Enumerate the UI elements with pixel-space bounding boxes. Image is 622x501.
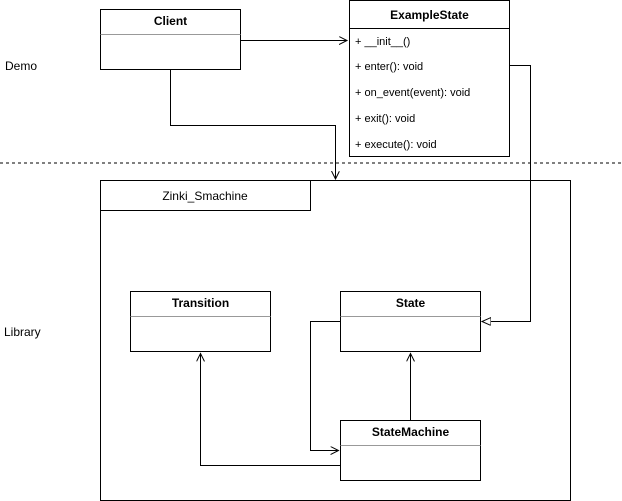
edge-state-machine-to-transition — [201, 354, 341, 466]
member-on-event: + on_event(event): void — [355, 87, 470, 99]
class-client-box — [100, 9, 241, 70]
member-init: + __init__() — [355, 36, 410, 48]
class-state-box — [340, 291, 481, 352]
class-transition[interactable]: Transition — [130, 291, 271, 352]
class-example-state[interactable]: ExampleState + __init__() + enter(): voi… — [349, 0, 510, 157]
class-client-name: Client — [154, 14, 187, 28]
layer-label-library: Library — [4, 325, 41, 339]
package-name: Zinki_Smachine — [162, 189, 248, 203]
class-client[interactable]: Client — [100, 9, 241, 70]
class-example-state-box — [349, 0, 510, 157]
class-state-name: State — [396, 296, 426, 310]
layer-label-demo: Demo — [5, 59, 37, 73]
class-state-machine-name: StateMachine — [372, 425, 450, 439]
member-enter: + enter(): void — [355, 61, 423, 73]
edge-state-to-state-machine — [310, 321, 341, 451]
edge-example-state-inherits-state — [482, 65, 531, 322]
member-execute: + execute(): void — [355, 139, 437, 151]
class-example-state-name: ExampleState — [390, 8, 469, 22]
class-transition-name: Transition — [172, 296, 229, 310]
member-exit: + exit(): void — [355, 113, 415, 125]
edge-client-to-package — [170, 69, 336, 180]
class-transition-box — [130, 291, 271, 352]
package-tab — [100, 180, 311, 211]
class-state-machine-box — [340, 420, 481, 481]
class-state-machine[interactable]: StateMachine — [340, 420, 481, 481]
class-state[interactable]: State — [340, 291, 481, 352]
